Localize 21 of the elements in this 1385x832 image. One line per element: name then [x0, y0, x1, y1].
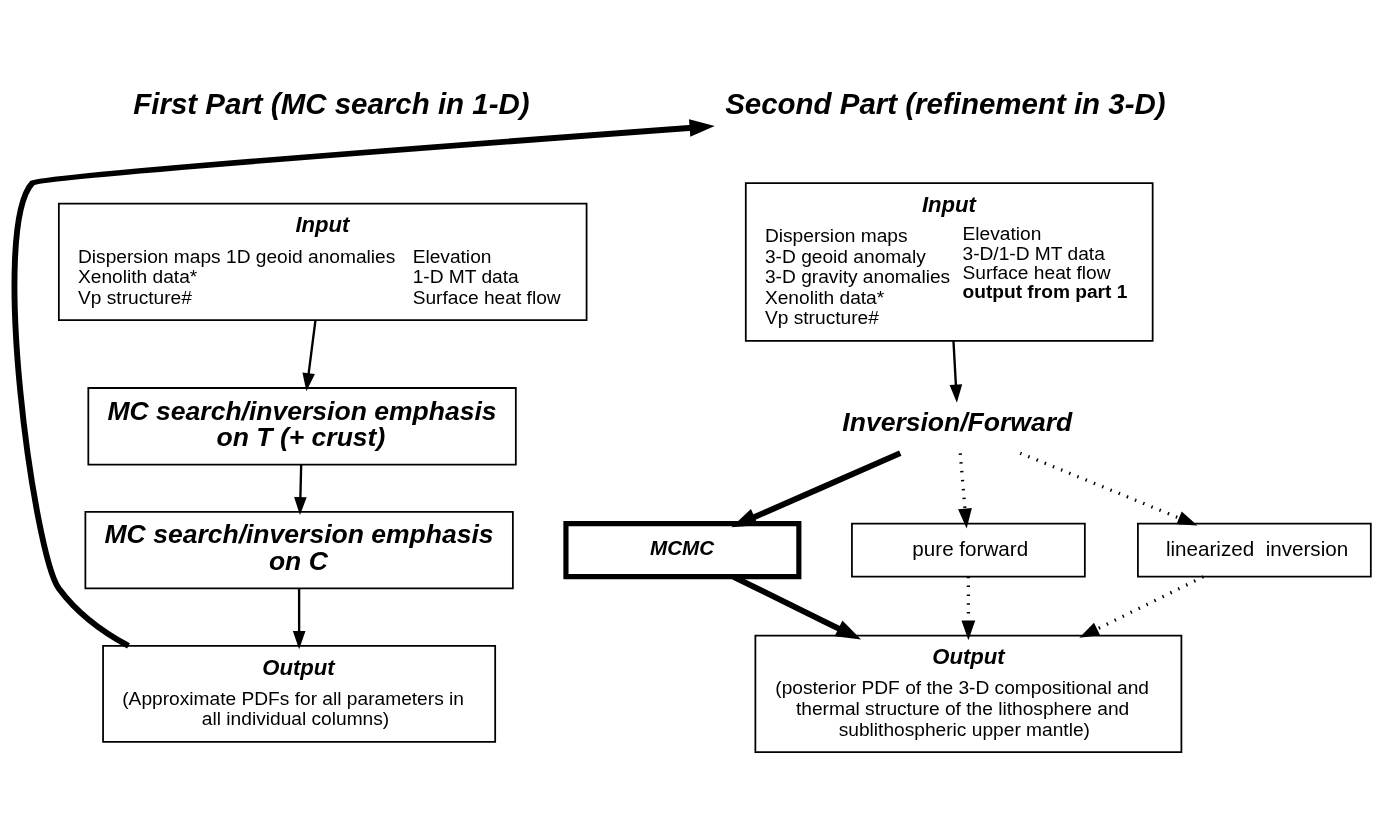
node-box: Output (Approximate PDFs for all parameters in all individual columns) [102, 645, 497, 743]
node-box: MC search/inversion emphasis on T (+ crust) [87, 387, 517, 466]
node-text: Inversion/Forward [842, 407, 1073, 438]
arrow [302, 320, 317, 392]
arrow [1019, 451, 1198, 526]
arrow [958, 453, 972, 529]
node-box: MC search/inversion emphasis on C [84, 510, 514, 590]
node-box: MCMC [563, 521, 802, 580]
node-box: pure forward [851, 522, 1086, 578]
arrow [1079, 575, 1204, 638]
arrow [949, 340, 963, 403]
node-text: Second Part (refinement in 3-D) [725, 86, 1166, 120]
arrow [294, 464, 307, 516]
node-box: Input Dispersion maps 1D geoid anomalies Xenolith data* Vp structure# Elevation 1-D MT data Surface heat flow [57, 202, 588, 322]
arrow [731, 450, 902, 528]
arrow [961, 576, 976, 641]
node-box: linearized inversion [1137, 522, 1372, 578]
label: First Part (MC search in 1-D) [133, 86, 530, 120]
arrow [292, 588, 306, 650]
node-box: Output (posterior PDF of the 3-D compositional and thermal structure of the lithosphere and sublithospheric upper mantle) [754, 634, 1183, 753]
arrow [11, 119, 715, 649]
